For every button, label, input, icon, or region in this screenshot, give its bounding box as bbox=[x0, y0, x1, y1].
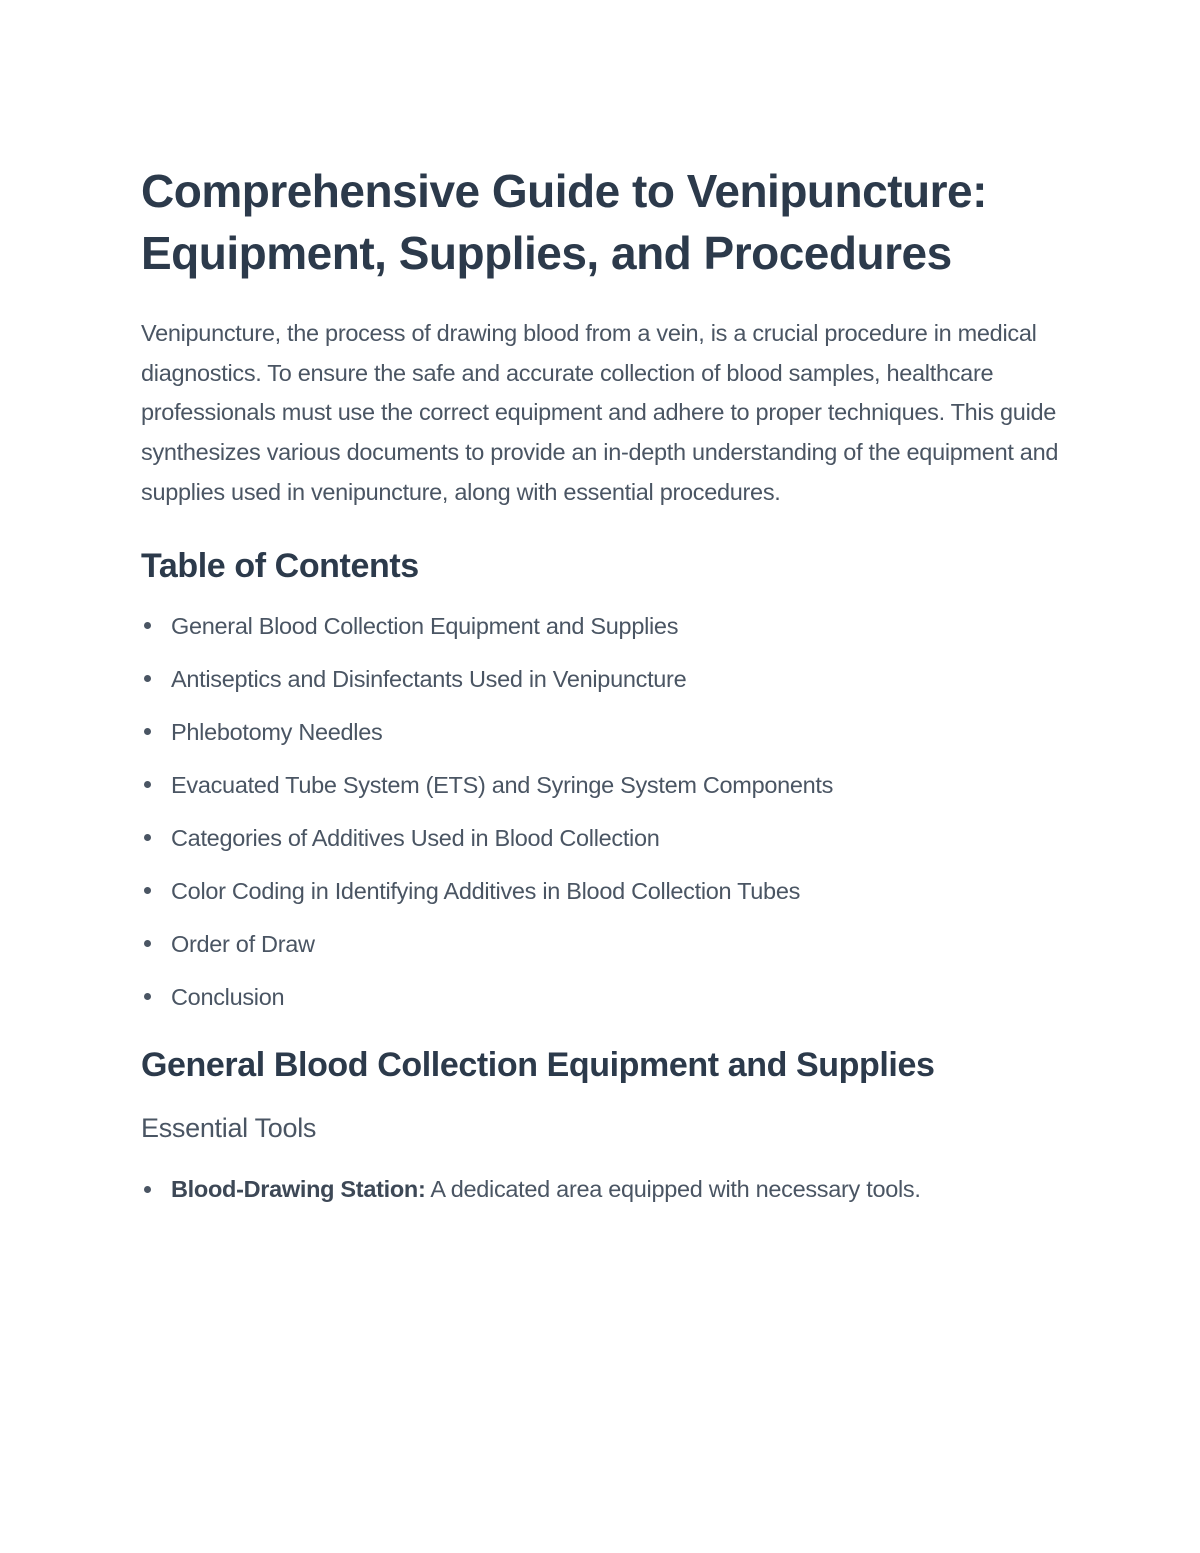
document-page: Comprehensive Guide to Venipuncture: Equ… bbox=[141, 160, 1061, 1209]
toc-item: Phlebotomy Needles bbox=[141, 719, 1061, 745]
bullet-icon bbox=[144, 833, 151, 841]
toc-item: Evacuated Tube System (ETS) and Syringe … bbox=[141, 772, 1061, 798]
toc-item-label: Evacuated Tube System (ETS) and Syringe … bbox=[171, 771, 834, 798]
toc-item-label: General Blood Collection Equipment and S… bbox=[171, 612, 679, 639]
toc-list: General Blood Collection Equipment and S… bbox=[141, 613, 1061, 1010]
bullet-icon bbox=[144, 727, 151, 735]
title-line-1: Comprehensive Guide to Venipuncture: bbox=[141, 165, 987, 217]
section-heading: General Blood Collection Equipment and S… bbox=[141, 1045, 935, 1084]
bullet-icon bbox=[144, 886, 151, 894]
document-title: Comprehensive Guide to Venipuncture: Equ… bbox=[141, 160, 1061, 284]
equipment-list: Blood-Drawing Station: A dedicated area … bbox=[141, 1170, 1061, 1210]
item-term: Blood-Drawing Station: bbox=[171, 1175, 426, 1202]
bullet-icon bbox=[144, 621, 151, 629]
toc-item: Antiseptics and Disinfectants Used in Ve… bbox=[141, 666, 1061, 692]
toc-item: Color Coding in Identifying Additives in… bbox=[141, 878, 1061, 904]
bullet-icon bbox=[144, 992, 151, 1000]
list-item: Blood-Drawing Station: A dedicated area … bbox=[141, 1170, 1021, 1210]
subsection-heading: Essential Tools bbox=[141, 1112, 317, 1143]
bullet-icon bbox=[144, 780, 151, 788]
toc-item: General Blood Collection Equipment and S… bbox=[141, 613, 1061, 639]
toc-item-label: Antiseptics and Disinfectants Used in Ve… bbox=[171, 665, 687, 692]
toc-heading: Table of Contents bbox=[141, 546, 419, 585]
toc-item-label: Conclusion bbox=[171, 983, 285, 1010]
toc-item-label: Phlebotomy Needles bbox=[171, 718, 383, 745]
item-description: A dedicated area equipped with necessary… bbox=[425, 1175, 921, 1202]
bullet-icon bbox=[144, 674, 151, 682]
bullet-icon bbox=[144, 1185, 151, 1193]
toc-item-label: Categories of Additives Used in Blood Co… bbox=[171, 824, 660, 851]
bullet-icon bbox=[144, 939, 151, 947]
toc-item-label: Color Coding in Identifying Additives in… bbox=[171, 877, 801, 904]
toc-item: Conclusion bbox=[141, 984, 1061, 1010]
toc-item: Categories of Additives Used in Blood Co… bbox=[141, 825, 1061, 851]
toc-item-label: Order of Draw bbox=[171, 930, 315, 957]
intro-paragraph: Venipuncture, the process of drawing blo… bbox=[141, 320, 1059, 505]
toc-item: Order of Draw bbox=[141, 931, 1061, 957]
title-line-2: Equipment, Supplies, and Procedures bbox=[141, 227, 952, 279]
